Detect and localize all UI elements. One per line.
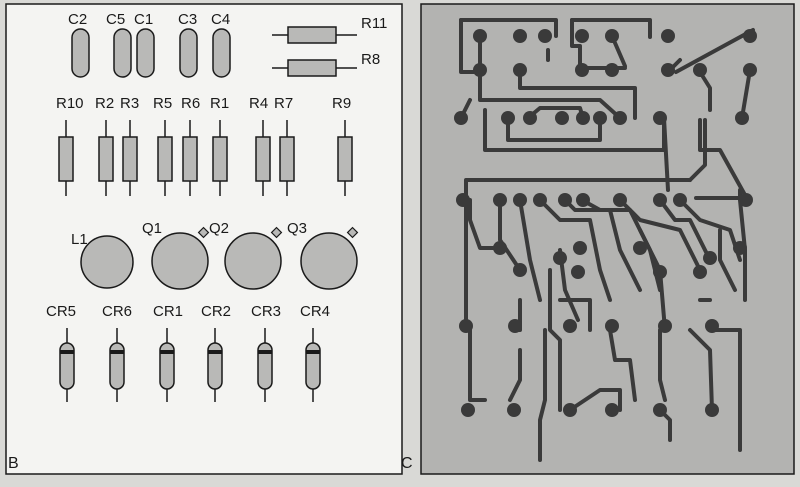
panel-c-letter: C (401, 455, 413, 472)
panel-b-letter: B (8, 455, 19, 472)
capacitor-body (136, 28, 155, 78)
diode-label: CR1 (153, 303, 183, 320)
component-layout-panel: B C2 C5 C1 C3 C4 R11 R8 R10 R2 R3 (5, 3, 403, 475)
diode-band (60, 350, 74, 354)
pcb-foil-panel: C (401, 3, 795, 475)
capacitor-label: C1 (134, 11, 153, 28)
resistor-label: R7 (274, 95, 293, 112)
component-label: Q2 (209, 220, 229, 237)
horizontal-resistor-group: R11 R8 (272, 15, 387, 77)
resistor-label: R6 (181, 95, 200, 112)
capacitor-body (113, 28, 132, 78)
diode-label: CR4 (300, 303, 330, 320)
resistor-body (287, 26, 337, 44)
capacitor-row: C2 C5 C1 C3 C4 (68, 11, 231, 78)
diode-body (59, 342, 75, 390)
transistor-tab (197, 226, 210, 239)
resistor-label: R1 (210, 95, 229, 112)
diode-body (159, 342, 175, 390)
transistor-tab (270, 226, 283, 239)
resistor-body (212, 136, 228, 182)
diode-band (110, 350, 124, 354)
resistor-body (337, 136, 353, 182)
capacitor-body (212, 28, 231, 78)
diode-body (109, 342, 125, 390)
capacitor-label: C4 (211, 11, 230, 28)
vertical-resistor-row: R10 R2 R3 R5 R6 R1 R4 R7 R9 (56, 95, 353, 196)
resistor-body (255, 136, 271, 182)
resistor-body (58, 136, 74, 182)
transistor-body (300, 232, 358, 290)
resistor-label: R11 (361, 15, 387, 32)
diode-row: CR5 CR6 CR1 CR2 CR3 CR4 (46, 303, 330, 402)
transistor-body (224, 232, 282, 290)
capacitor-label: C5 (106, 11, 125, 28)
resistor-label: R2 (95, 95, 114, 112)
component-label: Q3 (287, 220, 307, 237)
resistor-label: R3 (120, 95, 139, 112)
component-label: L1 (71, 231, 88, 248)
diode-body (305, 342, 321, 390)
pcb-pads (454, 29, 757, 417)
resistor-label: R4 (249, 95, 268, 112)
diode-label: CR6 (102, 303, 132, 320)
capacitor-body (179, 28, 198, 78)
diode-label: CR3 (251, 303, 281, 320)
diode-body (257, 342, 273, 390)
resistor-body (157, 136, 173, 182)
transistor-tab (346, 226, 359, 239)
transistor-body (151, 232, 209, 290)
diode-body (207, 342, 223, 390)
diode-band (160, 350, 174, 354)
capacitor-label: C3 (178, 11, 197, 28)
inductor-body (80, 235, 134, 289)
resistor-label: R8 (361, 51, 380, 68)
resistor-label: R9 (332, 95, 351, 112)
resistor-body (182, 136, 198, 182)
resistor-body (279, 136, 295, 182)
diode-band (208, 350, 222, 354)
resistor-label: R5 (153, 95, 172, 112)
resistor-label: R10 (56, 95, 84, 112)
diode-label: CR2 (201, 303, 231, 320)
resistor-body (287, 59, 337, 77)
resistor-body (122, 136, 138, 182)
component-label: Q1 (142, 220, 162, 237)
capacitor-label: C2 (68, 11, 87, 28)
diode-label: CR5 (46, 303, 76, 320)
diode-band (306, 350, 320, 354)
resistor-body (98, 136, 114, 182)
diode-band (258, 350, 272, 354)
capacitor-body (71, 28, 90, 78)
round-component-row: L1 Q1 Q2 Q3 (71, 220, 359, 290)
